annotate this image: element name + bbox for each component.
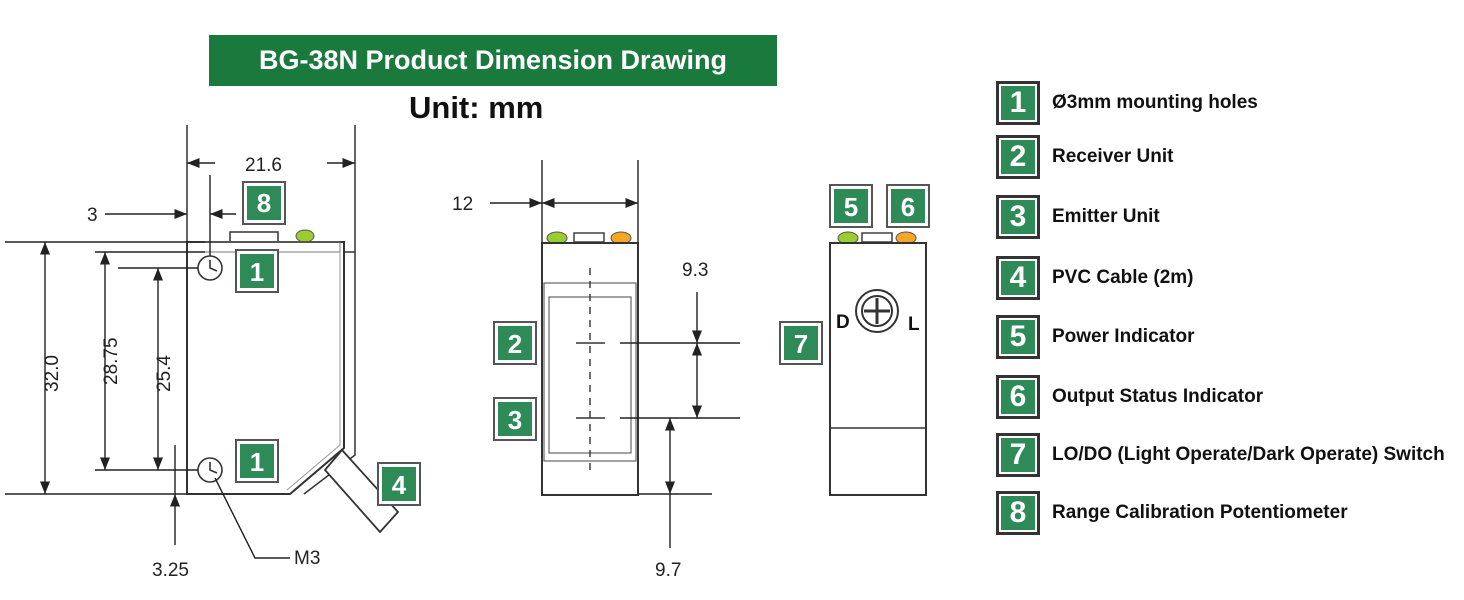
front-view: 12 9.3 9.7 bbox=[452, 160, 740, 581]
legend-label: Output Status Indicator bbox=[1052, 386, 1264, 407]
page-title: BG-38N Product Dimension Drawing bbox=[258, 45, 728, 75]
title-banner: BG-38N Product Dimension Drawing bbox=[209, 35, 777, 86]
body-inner-edge bbox=[286, 252, 341, 491]
switch-label-d: D bbox=[836, 312, 850, 333]
mounting-hole-bottom bbox=[197, 457, 223, 483]
switch-label-l: L bbox=[908, 314, 920, 335]
legend-label: Receiver Unit bbox=[1052, 146, 1174, 167]
legend-item: 5 Power Indicator bbox=[996, 312, 1195, 362]
mounting-hole-top bbox=[197, 255, 223, 281]
legend-label: Power Indicator bbox=[1052, 326, 1195, 347]
legend-item: 7 LO/DO (Light Operate/Dark Operate) Swi… bbox=[996, 430, 1445, 480]
rear-view: D L bbox=[829, 231, 927, 496]
legend-badge: 5 bbox=[996, 315, 1040, 359]
dim-9-7: 9.7 bbox=[655, 560, 681, 581]
dim-28-75: 28.75 bbox=[101, 337, 122, 385]
lo-do-switch-dial bbox=[855, 289, 899, 333]
legend-label: Range Calibration Potentiometer bbox=[1052, 502, 1348, 523]
dim-25-4: 25.4 bbox=[154, 355, 175, 392]
legend-item: 6 Output Status Indicator bbox=[996, 372, 1263, 422]
legend-badge: 6 bbox=[996, 375, 1040, 419]
sensor-body-rear bbox=[829, 242, 927, 496]
legend-badge: 1 bbox=[996, 81, 1040, 125]
callout-badge-3: 3 bbox=[493, 397, 537, 441]
svg-text:3: 3 bbox=[508, 405, 522, 435]
svg-text:2: 2 bbox=[508, 329, 522, 359]
dim-3-25: 3.25 bbox=[152, 560, 189, 581]
callout-badge-5: 5 bbox=[829, 184, 873, 228]
legend-label: Emitter Unit bbox=[1052, 206, 1160, 227]
svg-text:1: 1 bbox=[250, 257, 264, 287]
unit-label: Unit: mm bbox=[409, 90, 544, 125]
svg-text:1: 1 bbox=[250, 447, 264, 477]
legend-badge: 2 bbox=[996, 135, 1040, 179]
callout-badge-1-bottom: 1 bbox=[235, 439, 279, 483]
legend-item: 1 Ø3mm mounting holes bbox=[996, 78, 1258, 128]
dim-21-6: 21.6 bbox=[245, 155, 282, 176]
svg-text:5: 5 bbox=[844, 192, 858, 222]
legend-label: LO/DO (Light Operate/Dark Operate) Switc… bbox=[1052, 444, 1445, 465]
power-led-side bbox=[295, 229, 315, 243]
dim-12: 12 bbox=[452, 194, 473, 215]
legend-badge: 8 bbox=[996, 491, 1040, 535]
pvc-cable bbox=[323, 448, 400, 534]
legend-badge: 3 bbox=[996, 195, 1040, 239]
svg-text:7: 7 bbox=[794, 329, 808, 359]
svg-text:4: 4 bbox=[392, 470, 407, 500]
legend-label: PVC Cable (2m) bbox=[1052, 267, 1194, 288]
dim-9-3: 9.3 bbox=[682, 260, 708, 281]
legend-item: 8 Range Calibration Potentiometer bbox=[996, 488, 1348, 538]
potentiometer-cap bbox=[229, 231, 279, 243]
thread-m3-label: M3 bbox=[294, 548, 320, 569]
legend-item: 4 PVC Cable (2m) bbox=[996, 253, 1193, 303]
callout-badge-7: 7 bbox=[779, 321, 823, 365]
callout-badge-2: 2 bbox=[493, 321, 537, 365]
svg-text:6: 6 bbox=[901, 192, 915, 222]
dim-3: 3 bbox=[87, 205, 98, 226]
callout-badge-1-top: 1 bbox=[235, 249, 279, 293]
svg-text:8: 8 bbox=[257, 188, 271, 218]
m3-leader bbox=[214, 477, 290, 559]
callout-badge-4: 4 bbox=[377, 462, 421, 506]
legend-badge: 4 bbox=[996, 256, 1040, 300]
legend-badge: 7 bbox=[996, 433, 1040, 477]
legend-label: Ø3mm mounting holes bbox=[1052, 92, 1258, 113]
dim-32-0: 32.0 bbox=[42, 355, 63, 392]
side-view: 21.6 3 32.0 28.75 25.4 3.25 M3 bbox=[5, 125, 400, 581]
callout-badge-8: 8 bbox=[242, 181, 286, 225]
legend-item: 3 Emitter Unit bbox=[996, 192, 1160, 242]
legend-item: 2 Receiver Unit bbox=[996, 132, 1173, 182]
callout-badge-6: 6 bbox=[886, 184, 930, 228]
